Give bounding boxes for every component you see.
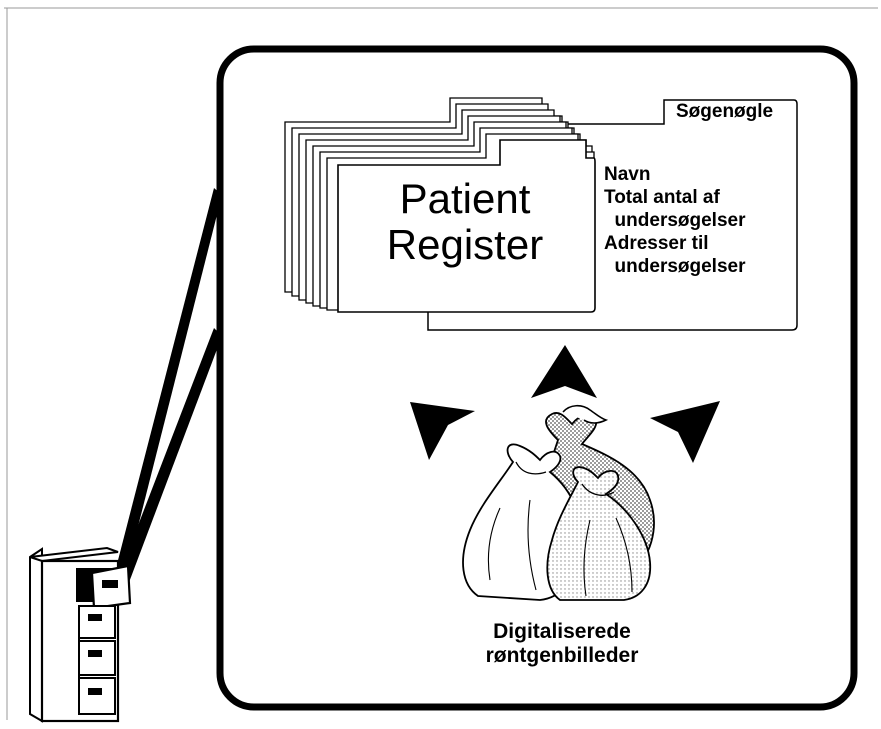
zoom-connector	[116, 188, 222, 585]
register-title-line2: Register	[386, 221, 544, 268]
search-key-label: Søgenøgle	[676, 101, 774, 122]
field-addresses-cont: undersøgelser	[604, 256, 746, 277]
register-title-line1: Patient	[399, 175, 531, 222]
front-register-folder	[337, 139, 596, 313]
upward-arrows	[410, 345, 720, 463]
filing-cabinet	[29, 546, 132, 723]
arrow-up-right	[650, 401, 720, 463]
arrow-up-left	[410, 402, 475, 460]
drawer-handle	[102, 580, 118, 588]
drawer	[78, 605, 116, 639]
field-name: Navn	[604, 164, 651, 185]
caption-line2: røntgenbilleder	[485, 644, 639, 667]
drawer	[78, 677, 116, 715]
image-sacks	[462, 404, 655, 601]
field-total-count: Total antal af	[604, 187, 720, 208]
field-total-count-cont: undersøgelser	[604, 210, 746, 231]
drawer	[78, 640, 116, 676]
arrow-up	[531, 345, 597, 398]
field-addresses: Adresser til	[604, 233, 709, 254]
caption-line1: Digitaliserede	[493, 620, 631, 643]
register-folder-stack	[284, 97, 596, 313]
